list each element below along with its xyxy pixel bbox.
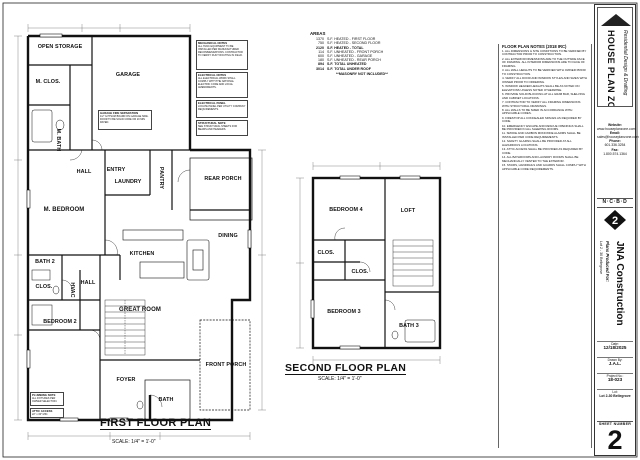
- note-item: 1. ALL DIMENSIONS & SITE CONDITIONS TO B…: [502, 48, 587, 57]
- date-field: Date:12/18/2025: [597, 341, 633, 350]
- website-link[interactable]: www.houseplanzone.com: [597, 127, 636, 132]
- room-label: BATH: [158, 397, 174, 403]
- note-item: 6. PROVIDE SOLID BLOCKING AT ALL GRAB BA…: [502, 91, 585, 100]
- room-label: BEDROOM 4: [329, 207, 363, 213]
- badge-number: 2: [612, 215, 618, 227]
- project-number-field: Project No.:18-023: [597, 373, 633, 382]
- sheet-number-label: SHEET NUMBER: [598, 422, 632, 426]
- note-item: 7. CONTRACTOR TO VERIFY ALL FRAMING DIME…: [502, 99, 581, 108]
- note-item: 13. ATTIC ACCESS SHALL BE PROVIDED AS RE…: [502, 147, 583, 155]
- room-label: GREAT ROOM: [119, 307, 161, 313]
- room-label: HALL: [76, 169, 92, 175]
- room-label: CLOS.: [317, 250, 335, 256]
- second-floor-scale: SCALE: 1/4" = 1'-0": [318, 376, 362, 382]
- company-name: HOUSE PLAN ZONE: [606, 30, 616, 107]
- room-label: LOFT: [400, 208, 416, 214]
- note-item: 12. SAFETY GLAZING SHALL BE PROVIDED AT …: [502, 139, 572, 148]
- house-roof-icon: [601, 14, 631, 26]
- sheet-number: 2: [607, 425, 623, 455]
- company-tagline: Residential Design & Drafting: [622, 30, 628, 96]
- room-label: CLOS.: [351, 269, 369, 275]
- association-badge-icon: 2: [604, 210, 626, 230]
- lot-field: Lot:Lot 2-30 Bellegrove: [597, 389, 633, 398]
- title-block: HOUSE PLAN ZONE Residential Design & Dra…: [594, 4, 639, 456]
- note-item: 11. SMOKE AND CARBON MONOXIDE ALARMS SHA…: [502, 131, 581, 140]
- note-item: 15. STAIRS, HANDRAILS AND GUARDS SHALL C…: [502, 163, 586, 171]
- note-item: 2. ALL EXTERIOR DIMENSIONS ARE TO THE OU…: [502, 56, 585, 69]
- company-contact: Website: www.houseplanzone.com Email: sa…: [597, 123, 639, 156]
- room-label: GARAGE: [115, 72, 141, 78]
- note-item: 14. ALL BATHROOMS AND LAUNDRY ROOMS SHAL…: [502, 155, 579, 163]
- floor-plan-notes: FLOOR PLAN NOTES (2018 IRC) 1. ALL DIMEN…: [498, 44, 592, 448]
- room-label: ENTRY: [106, 167, 126, 173]
- room-label: LAUNDRY: [114, 179, 142, 185]
- note-item: 8. ALL WALLS TO BE SIZED IN ACCORDANCE W…: [502, 107, 573, 116]
- room-label: CLOS.: [35, 284, 53, 290]
- notes-title: FLOOR PLAN NOTES (2018 IRC): [502, 44, 567, 49]
- drawn-by-field: Drawn By:J.A.L.: [597, 357, 633, 366]
- room-label: M. CLOS.: [35, 79, 61, 85]
- note-item: 4. VERIFY ALL DOOR AND WINDOW STYLES AND…: [502, 76, 587, 84]
- association-logo: N·C·B·D: [597, 198, 633, 208]
- phone-number: 601.336.3254: [604, 143, 626, 148]
- room-label: BEDROOM 3: [327, 309, 361, 315]
- room-label: OPEN STORAGE: [37, 44, 83, 50]
- second-floor-linework: [296, 162, 442, 364]
- sheet-number-box: SHEET NUMBER 2: [597, 421, 633, 456]
- room-label: M. BATH: [55, 128, 61, 152]
- room-label: BEDROOM 2: [43, 319, 77, 325]
- room-label: BATH 3: [399, 323, 419, 329]
- company-logo: HOUSE PLAN ZONE Residential Design & Dra…: [597, 7, 633, 107]
- room-label: BATH 2: [35, 259, 55, 265]
- room-label: HVAC: [69, 282, 75, 298]
- first-floor-scale: SCALE: 1/4" = 1'-0": [112, 439, 156, 445]
- email-link[interactable]: sales@houseplanzone.com: [597, 135, 639, 140]
- fax-number: 1.800.574.1364: [603, 151, 627, 156]
- first-floor-linework: [14, 24, 266, 440]
- room-label: KITCHEN: [129, 251, 155, 257]
- room-label: REAR PORCH: [204, 176, 242, 182]
- client-name: JNA Construction: [614, 241, 625, 326]
- project-address: Lot 2 - 30 Bellegrove: [599, 241, 603, 275]
- room-label: M. BEDROOM: [43, 207, 85, 213]
- room-label: FOYER: [116, 377, 136, 383]
- first-floor-title: FIRST FLOOR PLAN: [100, 417, 212, 430]
- room-label: FRONT PORCH: [205, 362, 247, 368]
- plans-produced-for-label: Plans Produced For:: [605, 241, 610, 282]
- room-label: HALL: [80, 280, 96, 286]
- areas-footnote: **MASONRY NOT INCLUDED**: [336, 71, 388, 76]
- note-item: 3. ALL WALL HEIGHTS TO BE VERIFIED WITH …: [502, 68, 586, 76]
- note-item: 5. WINDOW HEADER HEIGHTS SHALL BE AS NOT…: [502, 84, 580, 92]
- areas-title: AREAS: [310, 31, 326, 36]
- second-floor-title: SECOND FLOOR PLAN: [285, 362, 407, 375]
- note-item: 9. FIRESTOP ALL CONCEALED SPACES AS REQU…: [502, 115, 582, 124]
- note-item: 10. EMERGENCY ESCAPE AND RESCUE OPENINGS…: [502, 123, 584, 132]
- room-label: PANTRY: [158, 166, 164, 190]
- room-label: DINING: [218, 233, 238, 239]
